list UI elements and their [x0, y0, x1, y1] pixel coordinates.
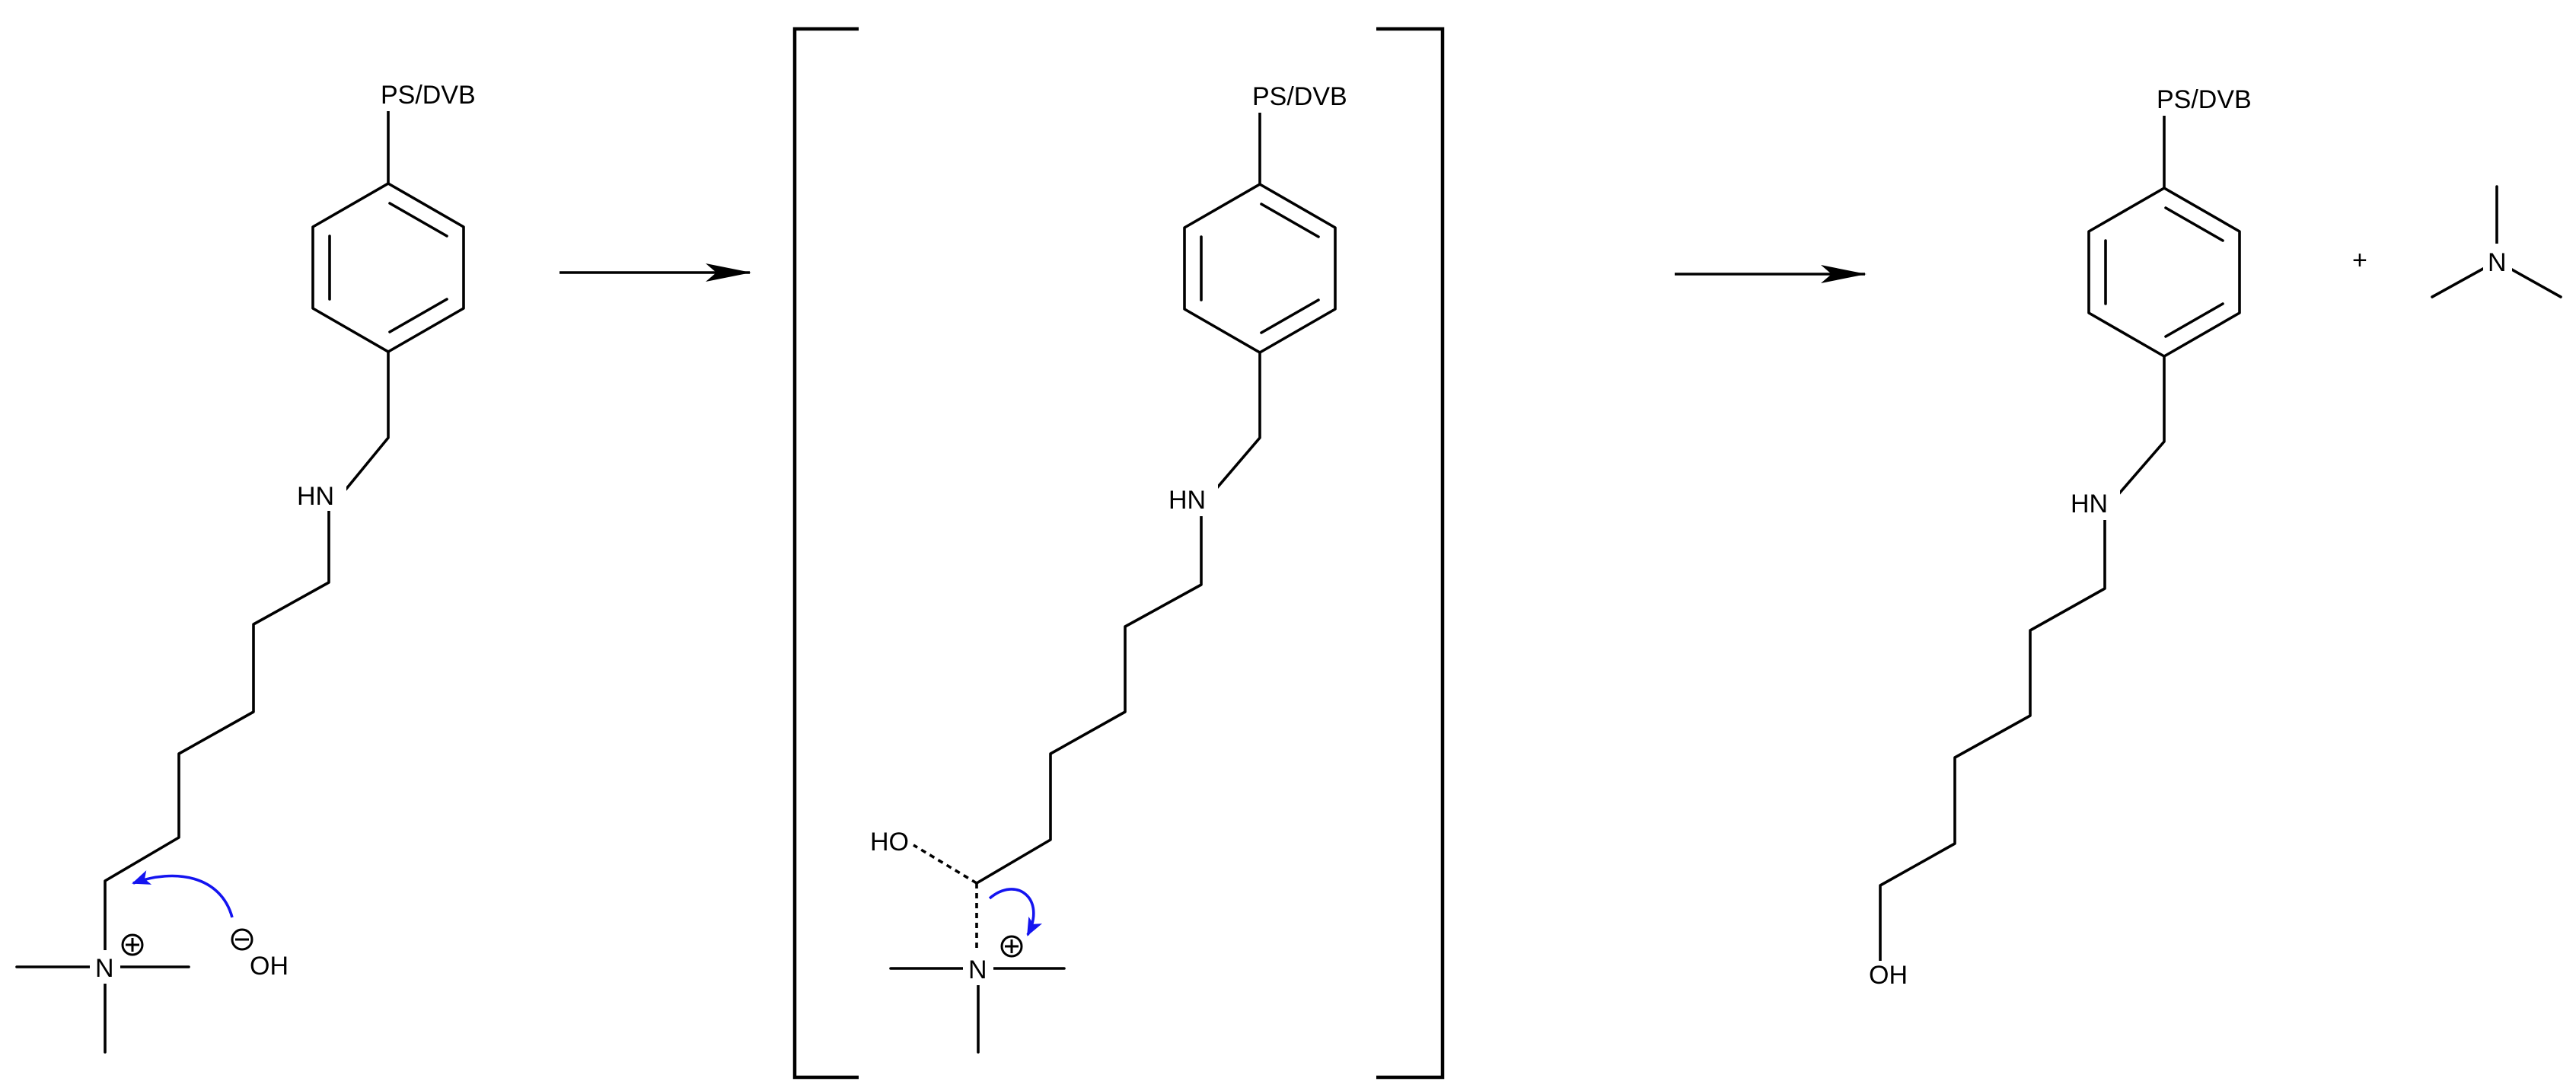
trimethylamine-nitrogen-label: N [2488, 248, 2507, 277]
intermediate-amine-label: HN [1168, 486, 1206, 515]
reactant-support-label: PS/DVB [381, 81, 476, 110]
partial-bond-oh [913, 844, 977, 885]
reactant-molecule: PS/DVB HN N OH [15, 76, 486, 1054]
reactant-nitrogen-label: N [95, 954, 114, 983]
transition-state: PS/DVB HN HO N [792, 27, 1445, 1080]
curly-arrow-icon [132, 870, 234, 918]
trimethylamine-molecule: N [2431, 185, 2562, 298]
intermediate-hydroxyl-label: HO [870, 828, 909, 857]
hydroxide-label: OH [250, 952, 289, 981]
left-bracket [792, 27, 859, 1080]
reactant-linker-chain [104, 350, 390, 970]
plus-sign: + [2352, 246, 2367, 275]
curly-arrow-icon [988, 888, 1043, 936]
intermediate-nitrogen-label: N [968, 955, 987, 984]
product-amine-label: HN [2071, 490, 2108, 518]
product-linker-chain [1879, 355, 2166, 971]
intermediate-benzene-ring [1183, 183, 1337, 354]
positive-charge-icon [1000, 935, 1023, 958]
right-bracket [1376, 27, 1445, 1080]
product-hydroxyl-label: OH [1869, 961, 1908, 990]
reactant-amine-label: HN [297, 482, 334, 511]
product-benzene-ring [2087, 187, 2241, 358]
intermediate-linker-chain [975, 351, 1261, 885]
positive-charge-icon [121, 933, 144, 956]
product-molecule: PS/DVB HN OH + N [1865, 81, 2562, 996]
reactant-benzene-ring [311, 182, 465, 353]
intermediate-support-label: PS/DVB [1252, 82, 1347, 111]
negative-charge-icon [231, 928, 253, 951]
product-support-label: PS/DVB [2157, 85, 2252, 114]
